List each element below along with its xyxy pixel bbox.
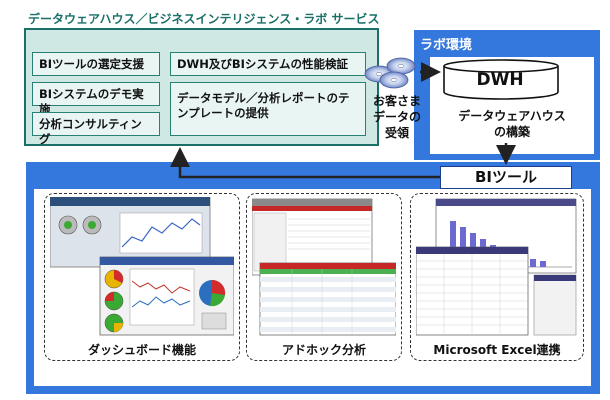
adhoc-screenshot — [252, 198, 396, 336]
dwh-build-line: データウェアハウス — [458, 109, 566, 123]
service-item-label: DWH及びBIシステムの性能検証 — [177, 57, 349, 71]
dashboard-caption: ダッシュボード機能 — [87, 343, 196, 357]
database-cylinder-icon — [443, 59, 559, 100]
arrow-bi-to-service — [170, 147, 440, 179]
lab-title: ラボ環境 — [420, 38, 473, 53]
customer-data-line: 受領 — [384, 126, 409, 140]
service-item-bi-tool-selection: BIツールの選定支援 — [32, 52, 160, 76]
dashboard-screenshot — [50, 197, 234, 336]
dwh-label: DWH — [476, 70, 524, 90]
customer-data-line: お客さま — [372, 94, 421, 108]
excel-screenshot — [416, 198, 577, 336]
dwh-build-line: の構築 — [493, 125, 530, 139]
bi-tool-box: BIツール — [440, 166, 572, 189]
customer-data-line: データの — [372, 110, 421, 124]
service-item-bi-system-demo: BIシステムのデモ実施 — [32, 82, 160, 116]
service-item-label: BIツールの選定支援 — [39, 57, 145, 71]
service-item-label: BIシステムのデモ実施 — [39, 87, 144, 116]
service-item-label: 分析コンサルティング — [39, 117, 142, 146]
cd-discs-icon — [364, 57, 416, 89]
service-item-analysis-consulting: 分析コンサルティング — [32, 112, 160, 146]
service-item-template-provision: データモデル／分析レポートのテンプレートの提供 — [170, 82, 366, 136]
dwh-build-text: データウェアハウス の構築 — [432, 108, 592, 140]
customer-data-text: お客さま データの 受領 — [371, 93, 423, 141]
adhoc-caption: アドホック分析 — [281, 343, 366, 357]
service-title: データウェアハウス／ビジネスインテリジェンス・ラボ サービス — [28, 12, 380, 26]
service-item-label: データモデル／分析レポートのテンプレートの提供 — [177, 91, 350, 120]
service-item-dwh-bi-verification: DWH及びBIシステムの性能検証 — [170, 52, 366, 76]
excel-caption: Microsoft Excel連携 — [433, 343, 561, 357]
